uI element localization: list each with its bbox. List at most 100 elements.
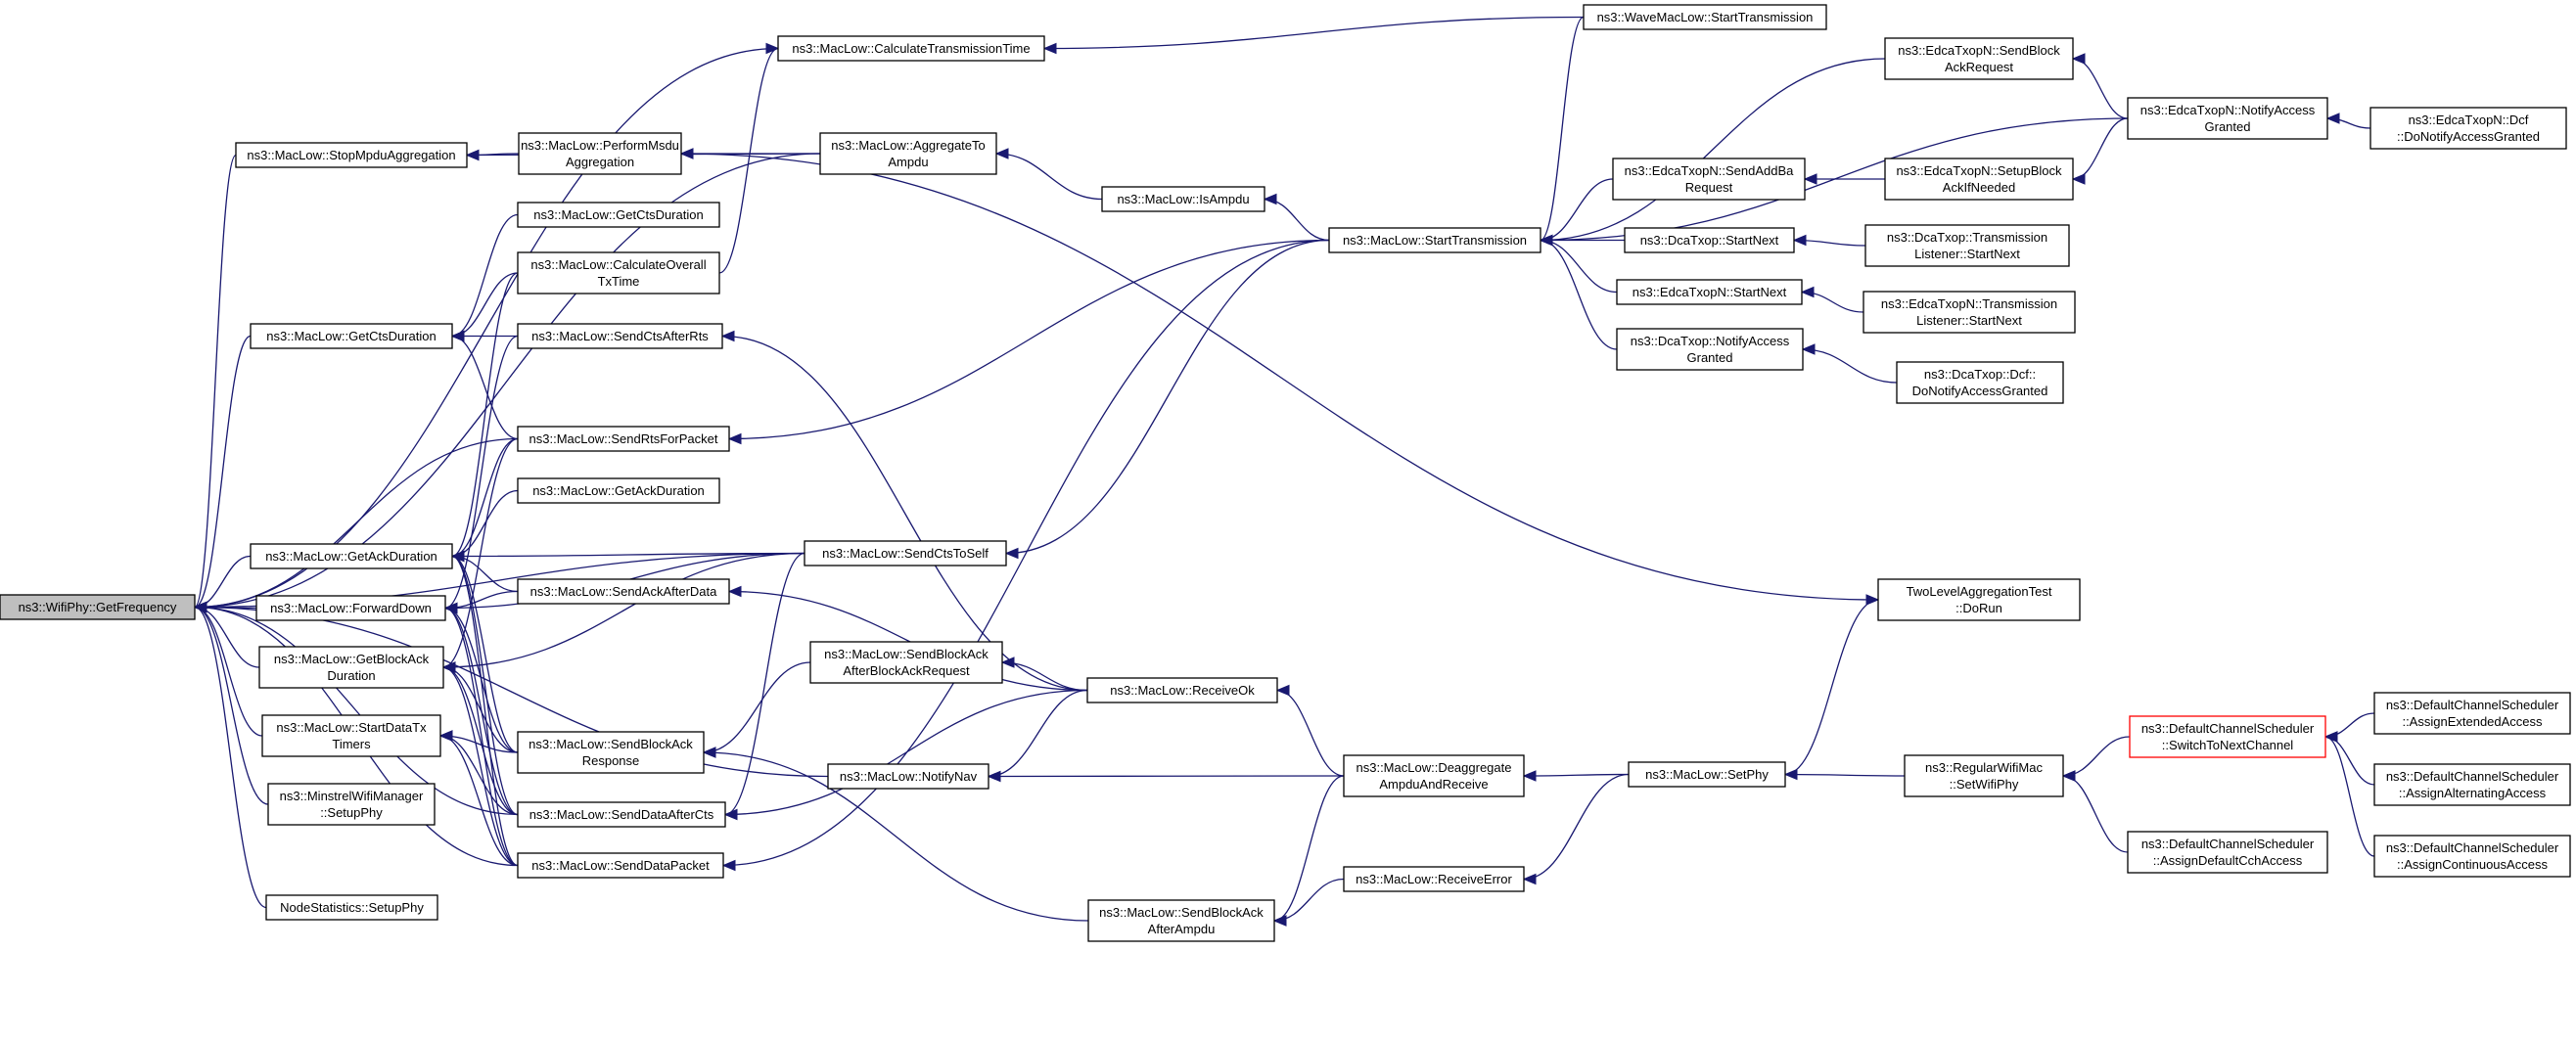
graph-node-sendctsafterrts[interactable]: ns3::MacLow::SendCtsAfterRts bbox=[517, 323, 723, 349]
edge-line bbox=[1784, 773, 1906, 777]
node-label: ns3::MacLow::SendAckAfterData bbox=[530, 584, 718, 599]
node-label: TxTime bbox=[598, 274, 640, 289]
graph-node-sendrts[interactable]: ns3::MacLow::SendRtsForPacket bbox=[517, 426, 730, 452]
graph-node-regularwifimac[interactable]: ns3::RegularWifiMac::SetWifiPhy bbox=[1904, 754, 2064, 797]
edge-arrowhead bbox=[193, 601, 207, 613]
graph-node-root[interactable]: ns3::WifiPhy::GetFrequency bbox=[0, 594, 196, 620]
graph-node-calctx[interactable]: ns3::MacLow::CalculateTransmissionTime bbox=[777, 35, 1045, 62]
graph-node-edcastartnext[interactable]: ns3::EdcaTxopN::StartNext bbox=[1616, 279, 1803, 305]
node-label: ns3::MacLow::StopMpduAggregation bbox=[247, 148, 455, 162]
graph-node-minstrel[interactable]: ns3::MinstrelWifiManager::SetupPhy bbox=[267, 783, 436, 826]
graph-node-assigndefault[interactable]: ns3::DefaultChannelScheduler::AssignDefa… bbox=[2127, 831, 2328, 874]
graph-node-assigncontinuous[interactable]: ns3::DefaultChannelScheduler::AssignCont… bbox=[2373, 835, 2571, 878]
graph-node-receiveok[interactable]: ns3::MacLow::ReceiveOk bbox=[1086, 677, 1278, 703]
call-edge-edcanotify-to-edcasendblockack bbox=[2071, 53, 2129, 119]
graph-node-sendackafter[interactable]: ns3::MacLow::SendAckAfterData bbox=[517, 578, 730, 605]
edge-line bbox=[194, 606, 269, 805]
graph-node-assignalternating[interactable]: ns3::DefaultChannelScheduler::AssignAlte… bbox=[2373, 763, 2571, 806]
call-edge-dcanotify-to-starttx bbox=[1539, 234, 1618, 350]
node-label: ns3::DefaultChannelScheduler bbox=[2141, 721, 2315, 736]
call-edge-edcasetupblock-to-edcasendaddba bbox=[1803, 173, 1885, 185]
call-edge-setphy-to-receiveerror bbox=[1522, 773, 1630, 885]
node-label: ns3::MacLow::ForwardDown bbox=[270, 601, 432, 615]
graph-node-senddataaftercts[interactable]: ns3::MacLow::SendDataAfterCts bbox=[517, 801, 726, 828]
call-edge-dcatranslistener-to-dcastartnext bbox=[1792, 234, 1866, 247]
node-label: ns3::MacLow::SetPhy bbox=[1645, 767, 1769, 782]
node-box bbox=[518, 132, 682, 175]
edge-line bbox=[444, 607, 519, 867]
edge-line bbox=[451, 272, 519, 558]
edge-line bbox=[1043, 16, 1585, 50]
graph-node-edcatranslistener[interactable]: ns3::EdcaTxopN::TransmissionListener::St… bbox=[1863, 291, 2076, 334]
edge-arrowhead bbox=[679, 148, 694, 159]
node-label: ns3::MacLow::Deaggregate bbox=[1357, 760, 1512, 775]
node-box bbox=[1624, 227, 1795, 253]
node-box bbox=[517, 202, 720, 228]
graph-node-edcadcf[interactable]: ns3::EdcaTxopN::Dcf::DoNotifyAccessGrant… bbox=[2369, 107, 2567, 150]
graph-node-dcastartnext[interactable]: ns3::DcaTxop::StartNext bbox=[1624, 227, 1795, 253]
edge-arrowhead bbox=[1000, 657, 1015, 668]
graph-node-getackdur2[interactable]: ns3::MacLow::GetAckDuration bbox=[517, 477, 720, 504]
graph-node-dcadcf[interactable]: ns3::DcaTxop::Dcf::DoNotifyAccessGranted bbox=[1896, 361, 2064, 404]
node-box bbox=[1328, 227, 1541, 253]
graph-node-dcanotify[interactable]: ns3::DcaTxop::NotifyAccessGranted bbox=[1616, 328, 1804, 371]
edge-line bbox=[1001, 661, 1088, 692]
edge-arrowhead bbox=[2323, 731, 2338, 743]
graph-node-isampdu[interactable]: ns3::MacLow::IsAmpdu bbox=[1101, 186, 1265, 212]
node-label: ns3::MacLow::SendCtsToSelf bbox=[822, 546, 989, 561]
node-label: ns3::DcaTxop::Transmission bbox=[1887, 230, 2047, 245]
graph-node-sendblockackafterbar[interactable]: ns3::MacLow::SendBlockAckAfterBlockAckRe… bbox=[809, 641, 1003, 684]
node-label: ns3::RegularWifiMac bbox=[1925, 760, 2043, 775]
graph-node-nodestats[interactable]: NodeStatistics::SetupPhy bbox=[265, 894, 438, 921]
graph-node-getcts[interactable]: ns3::MacLow::GetCtsDuration bbox=[250, 323, 453, 349]
graph-node-setphy[interactable]: ns3::MacLow::SetPhy bbox=[1628, 761, 1786, 788]
node-label: AfterBlockAckRequest bbox=[843, 663, 970, 678]
graph-node-twolevel[interactable]: TwoLevelAggregationTest::DoRun bbox=[1877, 578, 2081, 621]
graph-node-getctsdur2[interactable]: ns3::MacLow::GetCtsDuration bbox=[517, 202, 720, 228]
call-edge-sendctstoself-to-getack bbox=[450, 550, 805, 563]
call-edge-edcasendblockack-to-starttx bbox=[1539, 58, 1886, 247]
graph-node-edcanotify[interactable]: ns3::EdcaTxopN::NotifyAccessGranted bbox=[2127, 97, 2328, 140]
graph-node-receiveerror[interactable]: ns3::MacLow::ReceiveError bbox=[1343, 866, 1525, 892]
graph-node-notifynav[interactable]: ns3::MacLow::NotifyNav bbox=[827, 763, 989, 790]
call-edge-stopmpdu-to-root bbox=[193, 154, 237, 613]
edge-line bbox=[194, 555, 252, 609]
node-label: ::AssignContinuousAccess bbox=[2397, 857, 2548, 872]
graph-node-dcatranslistener[interactable]: ns3::DcaTxop::TransmissionListener::Star… bbox=[1864, 224, 2070, 267]
graph-node-getack[interactable]: ns3::MacLow::GetAckDuration bbox=[250, 543, 453, 569]
node-label: ::SwitchToNextChannel bbox=[2162, 738, 2294, 752]
node-label: ::DoNotifyAccessGranted bbox=[2397, 129, 2540, 144]
edge-arrowhead bbox=[1004, 547, 1019, 560]
graph-node-senddatapacket[interactable]: ns3::MacLow::SendDataPacket bbox=[517, 852, 724, 879]
edge-arrowhead bbox=[727, 585, 742, 598]
edge-line bbox=[451, 437, 519, 558]
node-box bbox=[1877, 578, 2081, 621]
graph-node-stopmpdu[interactable]: ns3::MacLow::StopMpduAggregation bbox=[235, 142, 468, 168]
call-edge-edcatranslistener-to-edcastartnext bbox=[1800, 286, 1864, 313]
node-label: ns3::MacLow::SendCtsAfterRts bbox=[531, 329, 709, 343]
graph-node-forwarddown[interactable]: ns3::MacLow::ForwardDown bbox=[255, 595, 446, 621]
graph-node-wavestarttx[interactable]: ns3::WaveMacLow::StartTransmission bbox=[1583, 4, 1827, 30]
edge-arrowhead bbox=[723, 808, 738, 821]
node-label: AmpduAndReceive bbox=[1379, 777, 1488, 792]
call-edge-assigndefault-to-regularwifimac bbox=[2061, 770, 2129, 853]
call-edge-senddatapacket-to-forwarddown bbox=[443, 602, 519, 867]
node-label: AckIfNeeded bbox=[1943, 180, 2015, 195]
graph-node-starttx[interactable]: ns3::MacLow::StartTransmission bbox=[1328, 227, 1541, 253]
call-edge-deaggregate-to-receiveok bbox=[1275, 684, 1345, 777]
graph-node-sendctstoself[interactable]: ns3::MacLow::SendCtsToSelf bbox=[804, 540, 1007, 566]
edge-arrowhead bbox=[1783, 768, 1798, 781]
graph-node-assignextended[interactable]: ns3::DefaultChannelScheduler::AssignExte… bbox=[2373, 692, 2571, 735]
graph-node-switchnext[interactable]: ns3::DefaultChannelScheduler::SwitchToNe… bbox=[2129, 715, 2326, 758]
